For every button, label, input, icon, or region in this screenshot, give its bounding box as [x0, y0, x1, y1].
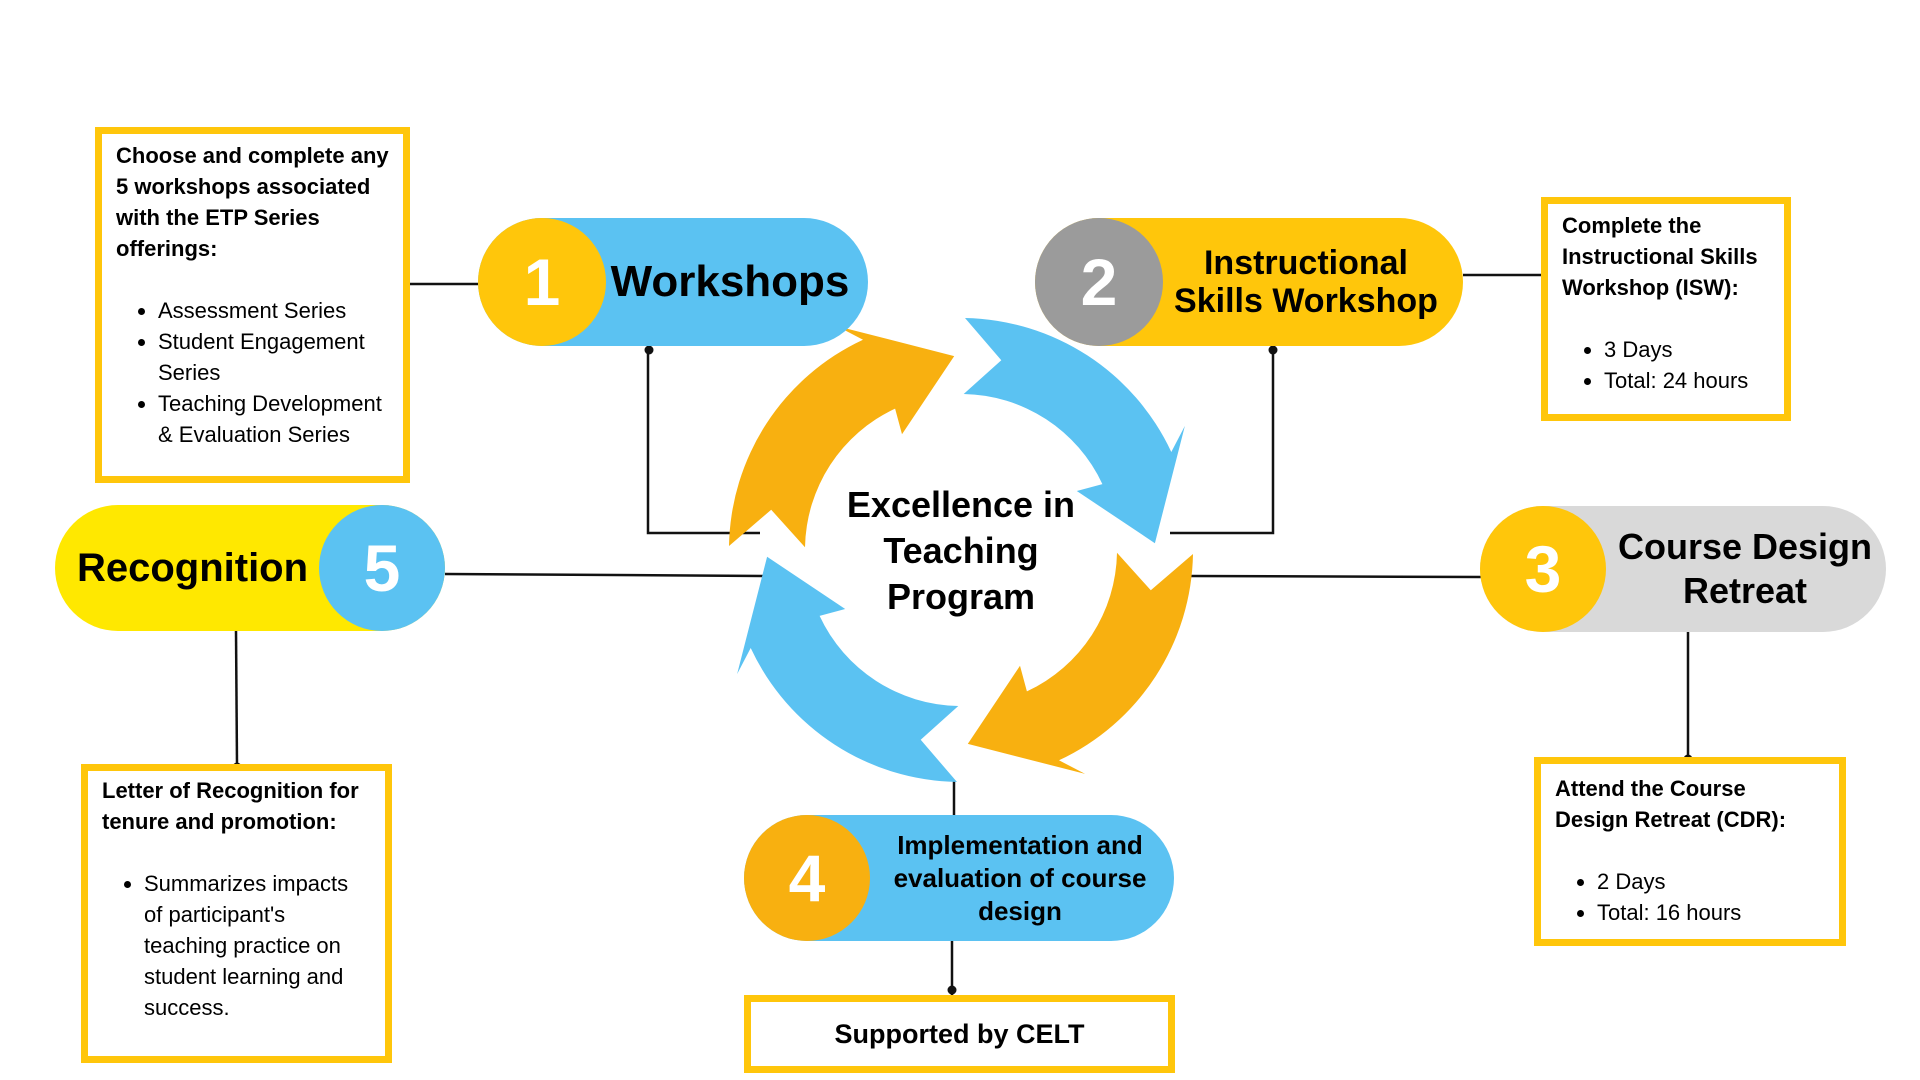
connector-dot — [947, 985, 957, 995]
step-label: Implementation and evaluation of course … — [893, 829, 1147, 926]
step-3-course-design-retreat: 3 Course Design Retreat — [1480, 506, 1886, 632]
step-label: Instructional Skills Workshop — [1174, 243, 1438, 320]
workshops-details-box: Choose and complete any 5 workshops asso… — [95, 127, 410, 483]
connector-dot — [644, 345, 654, 355]
recognition-details-box: Letter of Recognition for tenure and pro… — [81, 764, 392, 1063]
box-list-item: Student Engagement Series — [158, 326, 389, 388]
cycle-arrow-top-left — [729, 326, 955, 548]
cycle-arrow-bottom-right — [967, 552, 1193, 774]
step-2-instructional-skills-workshop: 2 Instructional Skills Workshop — [1035, 218, 1463, 346]
box-list-item: Total: 24 hours — [1604, 365, 1770, 396]
connector-pill1-cycle — [646, 347, 760, 535]
center-title-line: Program — [886, 576, 1036, 617]
center-title-line: Excellence in — [846, 484, 1076, 525]
box-list-item: Summarizes impacts of participant's teac… — [144, 868, 371, 1023]
box-heading: Attend the Course Design Retreat (CDR): — [1555, 776, 1787, 832]
box-list-item: 2 Days — [1597, 866, 1825, 897]
connector-pill2-cycle — [1170, 347, 1275, 535]
step-label: Course Design Retreat — [1617, 526, 1873, 611]
cycle-arrow-bottom-left — [737, 556, 959, 782]
step-label: Workshops — [610, 257, 850, 307]
step-number-badge: 1 — [478, 218, 606, 346]
connector-dot — [1268, 345, 1278, 355]
supported-by-celt-box: Supported by CELT — [744, 995, 1175, 1073]
box-heading: Choose and complete any 5 workshops asso… — [116, 143, 389, 261]
support-text: Supported by CELT — [834, 1018, 1085, 1049]
center-title: Excellence in Teaching Program — [811, 482, 1111, 620]
step-number-badge: 5 — [319, 505, 445, 631]
cdr-details-box: Attend the Course Design Retreat (CDR): … — [1534, 757, 1846, 946]
box-list-item: Total: 16 hours — [1597, 897, 1825, 928]
cycle-arrow-top-right — [963, 318, 1185, 544]
connector-pill5-cycle — [444, 572, 771, 578]
box-heading: Letter of Recognition for tenure and pro… — [102, 778, 359, 834]
step-number-badge: 2 — [1035, 218, 1163, 346]
connector-pill5-box5 — [234, 630, 239, 766]
step-number-badge: 3 — [1480, 506, 1606, 632]
box-list-item: Assessment Series — [158, 295, 389, 326]
step-label: Recognition — [76, 545, 309, 590]
connector-cycle-pill3 — [1189, 574, 1483, 579]
step-1-workshops: 1 Workshops — [478, 218, 868, 346]
center-title-line: Teaching — [883, 530, 1039, 571]
isw-details-box: Complete the Instructional Skills Worksh… — [1541, 197, 1791, 421]
step-number-badge: 4 — [744, 815, 870, 941]
box-heading: Complete the Instructional Skills Worksh… — [1562, 213, 1758, 300]
box-list: 3 Days Total: 24 hours — [1562, 334, 1770, 396]
box-list: Assessment Series Student Engagement Ser… — [116, 295, 389, 450]
box-list: Summarizes impacts of participant's teac… — [102, 868, 371, 1023]
box-list: 2 Days Total: 16 hours — [1555, 866, 1825, 928]
step-5-recognition: Recognition 5 — [55, 505, 445, 631]
box-list-item: 3 Days — [1604, 334, 1770, 365]
box-list-item: Teaching Development & Evaluation Series — [158, 388, 389, 450]
step-4-implementation-evaluation: 4 Implementation and evaluation of cours… — [744, 815, 1174, 941]
